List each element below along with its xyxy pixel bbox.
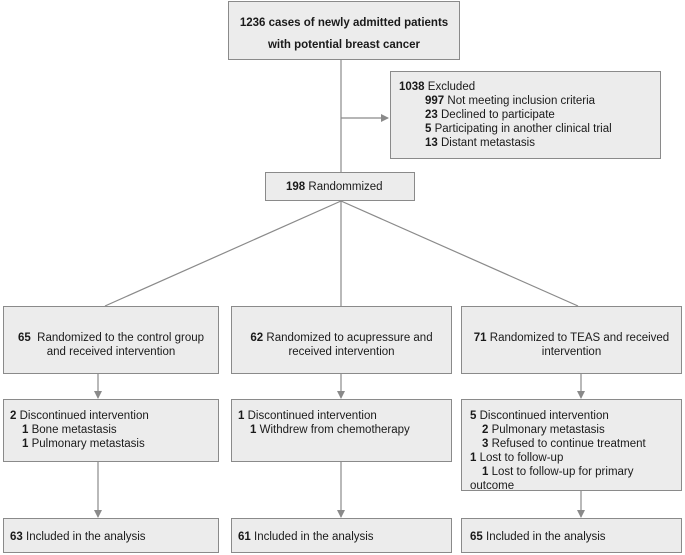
followup-num: 2 xyxy=(10,410,17,422)
allocation-line-1: Randomized to acupressure and xyxy=(266,332,433,344)
analysis-num: 61 xyxy=(238,531,251,543)
allocation-box-teas: 71 Randomized to TEAS and received inter… xyxy=(461,306,682,374)
excluded-reason-label: Distant metastasis xyxy=(441,137,535,149)
followup-box-teas: 5 Discontinued intervention 2 Pulmonary … xyxy=(461,399,682,492)
excluded-reason-label: Not meeting inclusion criteria xyxy=(447,95,596,107)
followup-label: outcome xyxy=(470,480,515,492)
followup-box-control: 2 Discontinued intervention 1 Bone metas… xyxy=(3,399,219,462)
enrollment-line-1: 1236 cases of newly admitted patients xyxy=(239,17,449,29)
randomized-label: Randommized xyxy=(308,181,383,193)
followup-label: Refused to continue treatment xyxy=(491,438,646,450)
enrollment-box: 1236 cases of newly admitted patients wi… xyxy=(228,1,460,60)
excluded-reason-label: Declined to participate xyxy=(441,109,555,121)
enrollment-line-2: with potential breast cancer xyxy=(267,39,421,51)
allocation-line-2: intervention xyxy=(541,346,602,358)
allocation-box-control: 65 Randomized to the control group and r… xyxy=(3,306,219,374)
analysis-box-teas: 65 Included in the analysis xyxy=(461,518,682,553)
randomized-num: 198 xyxy=(286,181,306,193)
allocation-box-acupressure: 62 Randomized to acupressure and receive… xyxy=(231,306,452,374)
followup-label: Lost to follow-up xyxy=(479,452,564,464)
followup-num: 1 xyxy=(238,410,245,422)
excluded-reason-num: 13 xyxy=(425,137,438,149)
followup-label: Pulmonary metastasis xyxy=(31,438,145,450)
analysis-box-acupressure: 61 Included in the analysis xyxy=(231,518,452,553)
followup-num: 5 xyxy=(470,410,477,422)
analysis-box-control: 63 Included in the analysis xyxy=(3,518,219,553)
excluded-reason-num: 23 xyxy=(425,109,438,121)
excluded-reason-label: Participating in another clinical trial xyxy=(434,123,612,135)
followup-num: 1 xyxy=(482,466,489,478)
followup-label: Pulmonary metastasis xyxy=(491,424,605,436)
randomized-box: 198 Randommized xyxy=(265,172,415,201)
excluded-reason-num: 997 xyxy=(425,95,445,107)
analysis-num: 65 xyxy=(470,531,483,543)
allocation-num: 65 xyxy=(17,332,31,344)
allocation-num: 71 xyxy=(473,332,487,344)
allocation-num: 62 xyxy=(250,332,264,344)
excluded-box: 1038 Excluded 997 Not meeting inclusion … xyxy=(390,71,661,159)
followup-label: Discontinued intervention xyxy=(247,410,377,422)
followup-label: Bone metastasis xyxy=(31,424,117,436)
followup-num: 1 xyxy=(250,424,257,436)
excluded-total-num: 1038 xyxy=(399,81,425,93)
excluded-reason-num: 5 xyxy=(425,123,432,135)
followup-num: 2 xyxy=(482,424,489,436)
allocation-line-1: Randomized to the control group xyxy=(37,332,205,344)
excluded-total-label: Excluded xyxy=(427,81,476,93)
allocation-line-2: received intervention xyxy=(288,346,395,358)
followup-num: 1 xyxy=(470,452,477,464)
followup-box-acupressure: 1 Discontinued intervention 1 Withdrew f… xyxy=(231,399,452,462)
followup-label: Withdrew from chemotherapy xyxy=(259,424,410,436)
followup-label: Discontinued intervention xyxy=(19,410,149,422)
followup-num: 1 xyxy=(22,424,29,436)
followup-num: 1 xyxy=(22,438,29,450)
followup-label: Discontinued intervention xyxy=(479,410,609,422)
analysis-label: Included in the analysis xyxy=(254,531,374,543)
followup-num: 3 xyxy=(482,438,489,450)
allocation-line-2: and received intervention xyxy=(46,346,176,358)
analysis-num: 63 xyxy=(10,531,23,543)
followup-label: Lost to follow-up for primary xyxy=(491,466,634,478)
analysis-label: Included in the analysis xyxy=(26,531,146,543)
allocation-line-1: Randomized to TEAS and received xyxy=(489,332,670,344)
analysis-label: Included in the analysis xyxy=(486,531,606,543)
